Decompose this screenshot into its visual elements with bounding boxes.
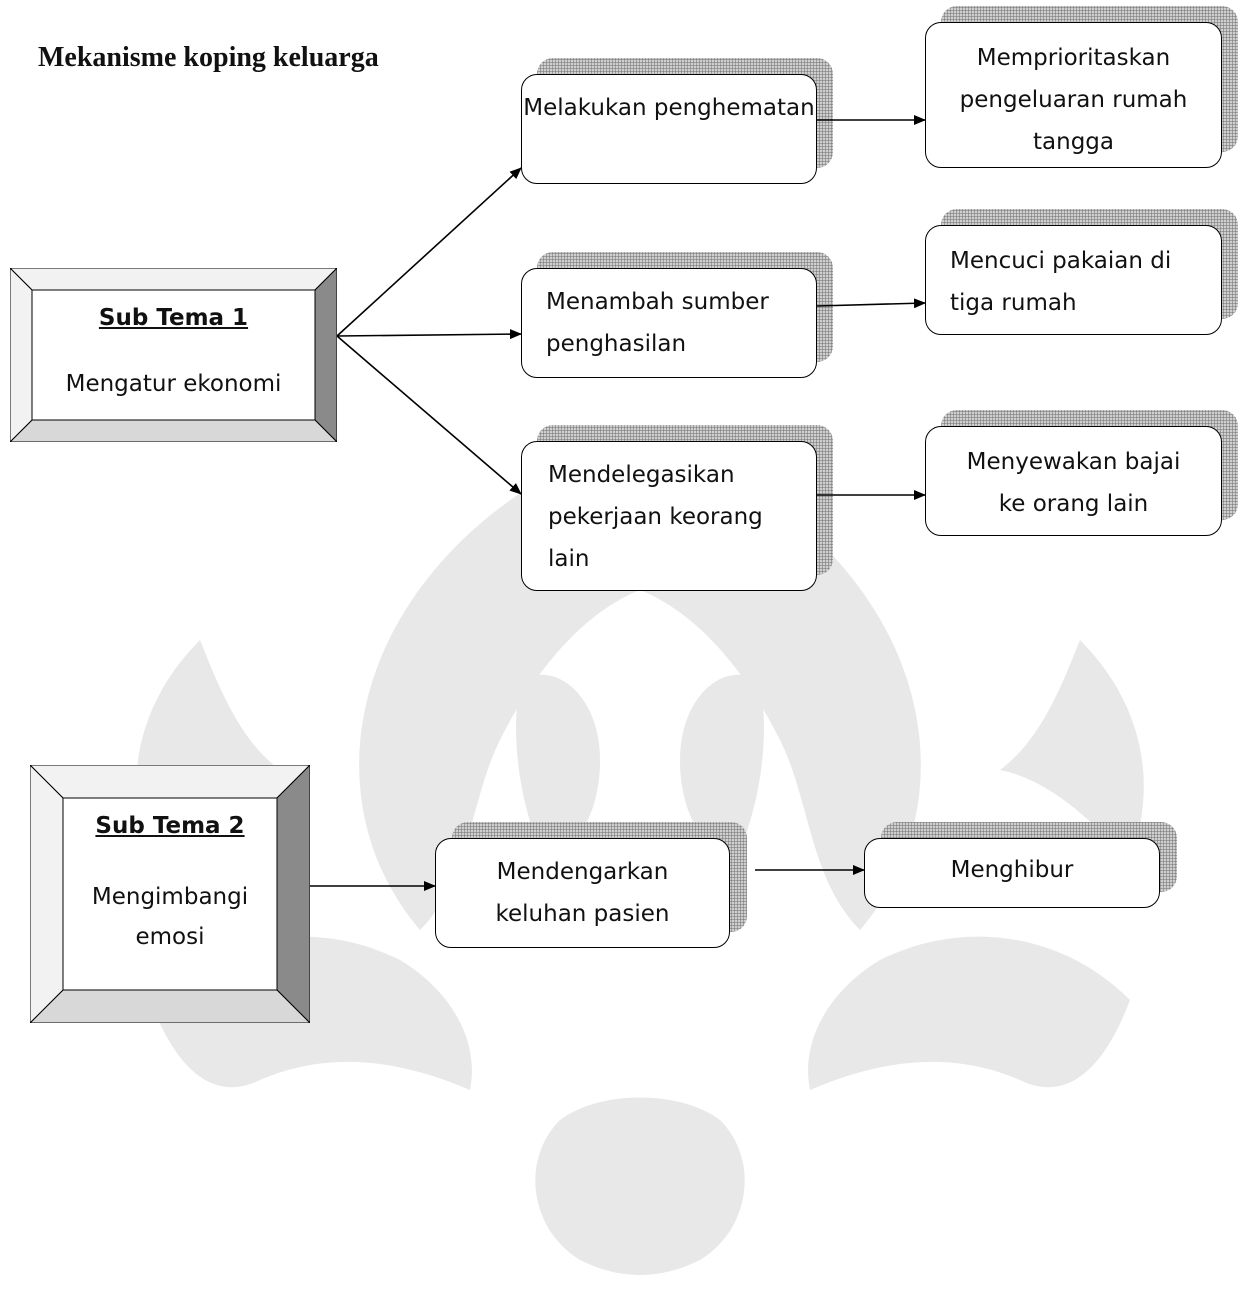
sub-theme-2-heading: Sub Tema 2: [95, 813, 245, 839]
sub-theme-2-name: Mengimbangi emosi: [91, 884, 249, 950]
arrow-subtema1-to-penghematan: [336, 167, 522, 337]
sub-theme-1-box: Sub Tema 1 Mengatur ekonomi: [10, 268, 337, 442]
outcome-box-prioritas: Memprioritaskan pengeluaran rumah tangga: [925, 22, 1222, 168]
sub-theme-1-name: Mengatur ekonomi: [65, 371, 282, 397]
strategy-box-sumber-penghasilan: Menambah sumber penghasilan: [521, 268, 817, 378]
outcome-label: Memprioritaskan pengeluaran rumah tangga: [959, 45, 1188, 155]
strategy-label: Mendengarkan keluhan pasien: [495, 859, 670, 927]
arrow-sumber-to-mencuci: [816, 298, 926, 309]
strategy-box-penghematan: Melakukan penghematan: [521, 74, 817, 184]
strategy-box-mendelegasikan: Mendelegasikan pekerjaan keorang lain: [521, 441, 817, 591]
arrow-subtema1-to-sumber: [336, 329, 522, 340]
outcome-box-menghibur: Menghibur: [864, 838, 1160, 908]
outcome-label: Mencuci pakaian di tiga rumah: [950, 248, 1172, 316]
strategy-label: Mendelegasikan pekerjaan keorang lain: [548, 462, 763, 572]
outcome-box-menyewakan: Menyewakan bajai ke orang lain: [925, 426, 1222, 536]
sub-theme-1-frame: [10, 268, 337, 442]
page-title: Mekanisme koping keluarga: [38, 42, 379, 73]
sub-theme-2-box: Sub Tema 2 Mengimbangi emosi: [30, 765, 310, 1023]
sub-theme-2-frame: [30, 765, 310, 1023]
arrow-subtema1-to-delegasi: [336, 335, 522, 495]
strategy-label: Melakukan penghematan: [523, 95, 815, 121]
strategy-label: Menambah sumber penghasilan: [546, 289, 769, 357]
strategy-box-mendengarkan: Mendengarkan keluhan pasien: [435, 838, 730, 948]
sub-theme-1-heading: Sub Tema 1: [98, 305, 249, 331]
outcome-label: Menyewakan bajai ke orang lain: [966, 449, 1181, 517]
outcome-label: Menghibur: [950, 857, 1074, 883]
outcome-box-mencuci: Mencuci pakaian di tiga rumah: [925, 225, 1222, 335]
